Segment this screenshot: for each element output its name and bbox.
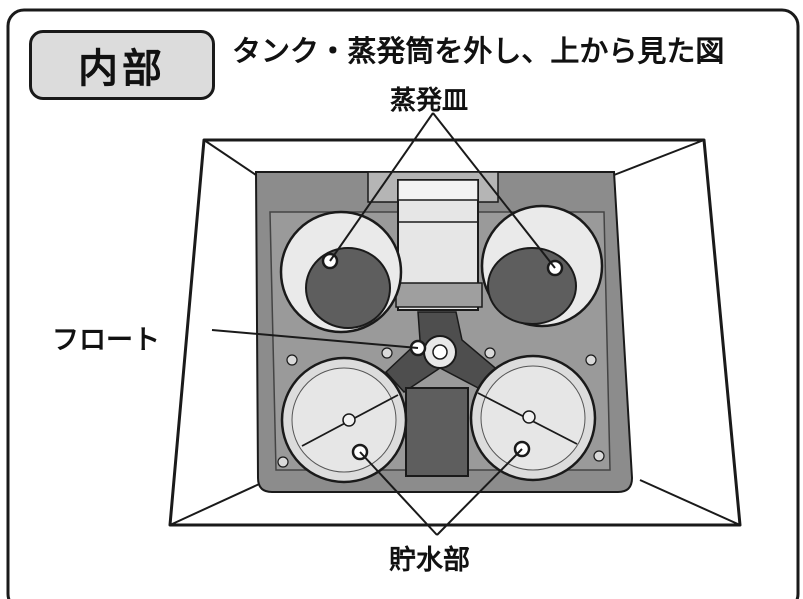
callout-evaporation-dish: 蒸発皿 (390, 86, 469, 116)
diagram-subtitle: タンク・蒸発筒を外し、上から見た図 (232, 34, 725, 68)
leader-dish-left (329, 112, 434, 262)
bevel-line-bl (169, 479, 269, 526)
fan-housing (367, 171, 499, 311)
leader-float (211, 329, 419, 349)
float-assembly (384, 311, 502, 393)
section-badge: 内部 (29, 30, 215, 100)
evaporation-dish-right (480, 204, 604, 328)
callout-reservoir: 貯水部 (389, 545, 470, 576)
screw-dots (277, 347, 605, 468)
reservoir-right (469, 354, 597, 482)
center-channel (405, 387, 469, 477)
reservoir-left (280, 356, 408, 484)
bevel-line-tl (203, 139, 257, 176)
leader-lines (211, 112, 556, 536)
leader-dish-right (432, 112, 556, 269)
callout-float: フロート (52, 325, 160, 356)
bevel-line-br (639, 479, 741, 526)
evaporation-dish-left (279, 210, 403, 334)
leader-reservoir-left (359, 451, 438, 536)
humidifier-top-view (168, 138, 742, 527)
bevel-line-tr (613, 139, 705, 176)
leader-reservoir-right (436, 448, 523, 536)
